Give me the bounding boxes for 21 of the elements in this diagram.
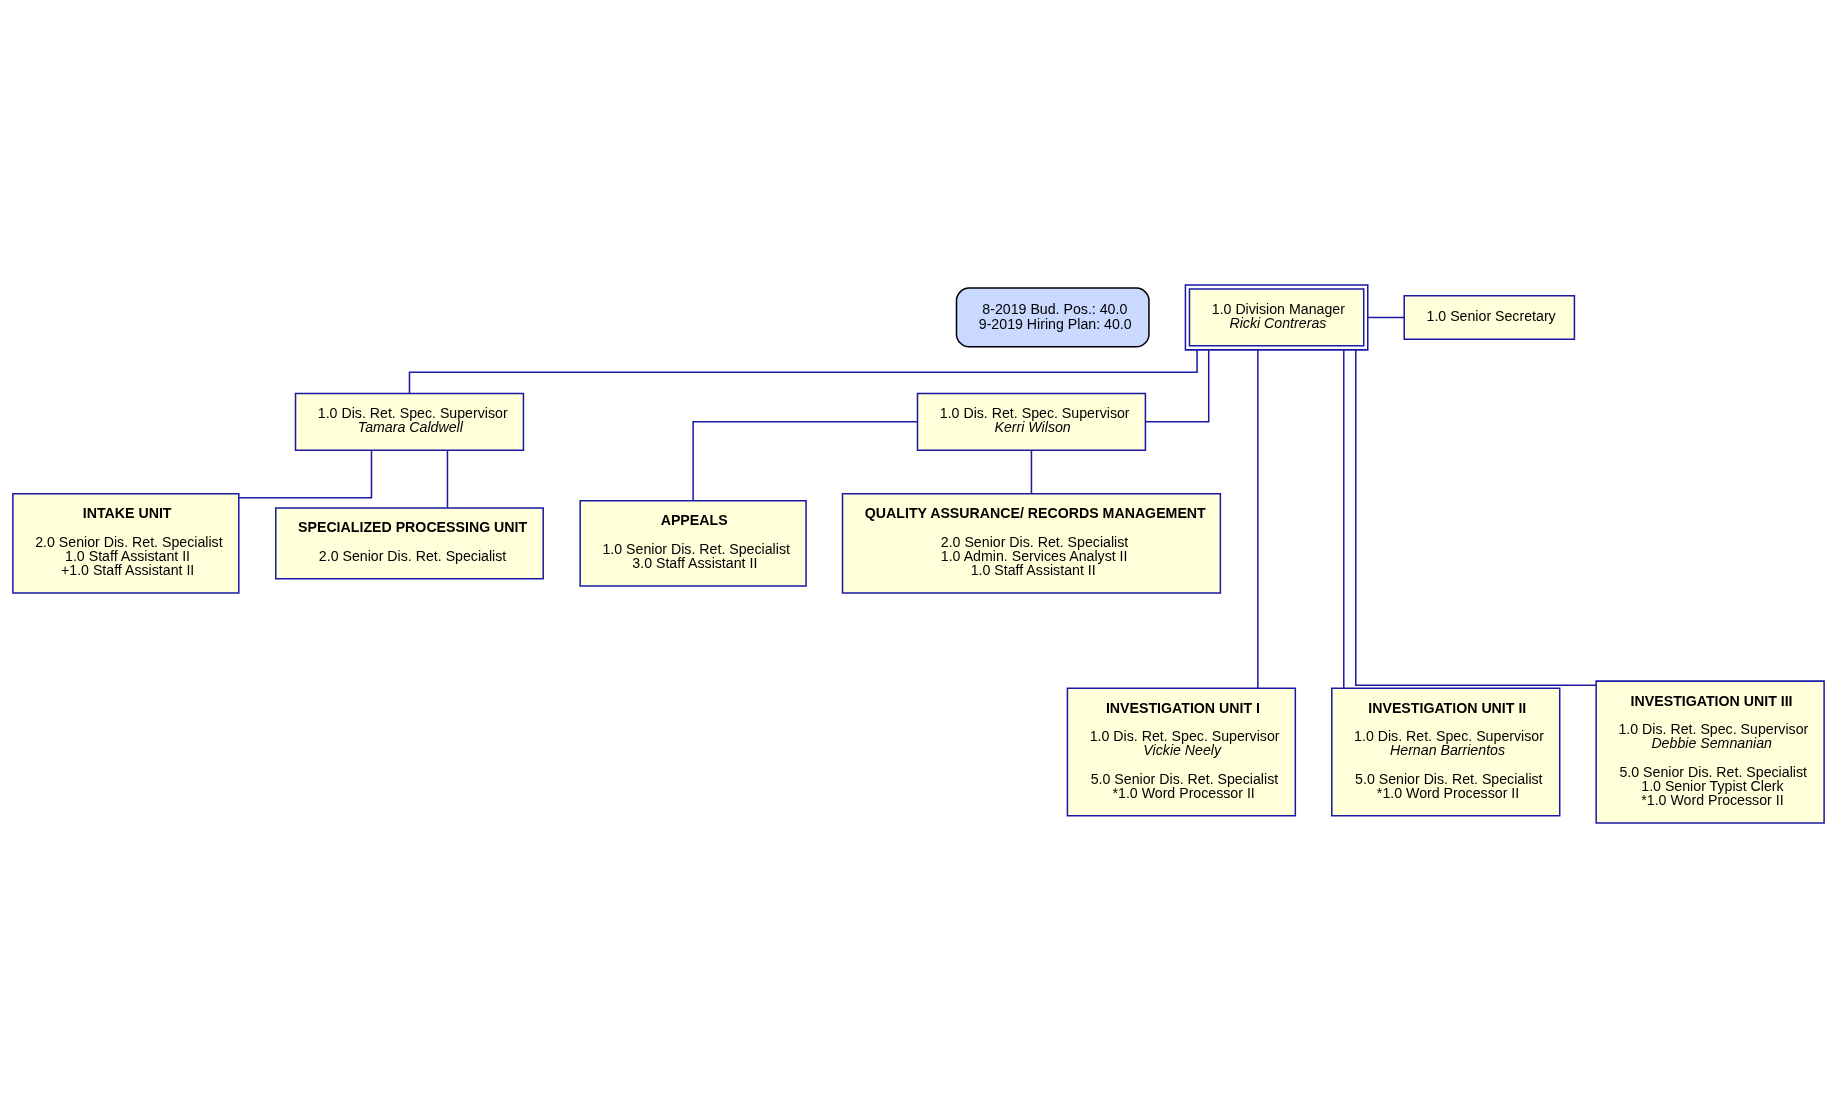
connector [692, 420, 919, 501]
connector [1257, 348, 1259, 689]
node-box: APPEALS 1.0 Senior Dis. Ret. Specialist 3.0 Staff Assistant II [579, 499, 807, 587]
node-box: 1.0 Dis. Ret. Spec. Supervisor Tamara Caldwell [294, 392, 525, 451]
connector [238, 449, 373, 499]
connector [1030, 449, 1033, 494]
node-box: QUALITY ASSURANCE/ RECORDS MANAGEMENT 2.0 Senior Dis. Ret. Specialist 1.0 Admin. Services Analyst II 1.0 Staff Assistant II [841, 492, 1222, 594]
node-box: 1.0 Senior Secretary [1403, 294, 1576, 340]
node-box: INVESTIGATION UNIT III 1.0 Dis. Ret. Spec. Supervisor Debbie Semnanian 5.0 Senior Dis. Ret. Specialist 1.0 Senior Typist Clerk *1.0 Word Processor II [1595, 679, 1825, 824]
node-box: 1.0 Division Manager Ricki Contreras [1184, 283, 1369, 351]
connector [1343, 348, 1345, 689]
node-box: 1.0 Dis. Ret. Spec. Supervisor Kerri Wilson [916, 392, 1147, 451]
node-box: INTAKE UNIT 2.0 Senior Dis. Ret. Specialist 1.0 Staff Assistant II +1.0 Staff Assistant II [12, 492, 240, 594]
node-box: SPECIALIZED PROCESSING UNIT 2.0 Senior Dis. Ret. Specialist [275, 506, 544, 580]
node-box: INVESTIGATION UNIT I 1.0 Dis. Ret. Spec. Supervisor Vickie Neely 5.0 Senior Dis. Ret. Specialist *1.0 Word Processor II [1066, 686, 1297, 817]
node-box: INVESTIGATION UNIT II 1.0 Dis. Ret. Spec. Supervisor Hernan Barrientos 5.0 Senior Dis. Ret. Specialist *1.0 Word Processor II [1331, 686, 1561, 817]
connector [1355, 348, 1597, 686]
node-box: 8-2019 Bud. Pos.: 40.0 9-2019 Hiring Plan: 40.0 [955, 286, 1150, 348]
connector [1367, 316, 1405, 318]
connector [446, 449, 449, 508]
connector [1144, 348, 1210, 423]
